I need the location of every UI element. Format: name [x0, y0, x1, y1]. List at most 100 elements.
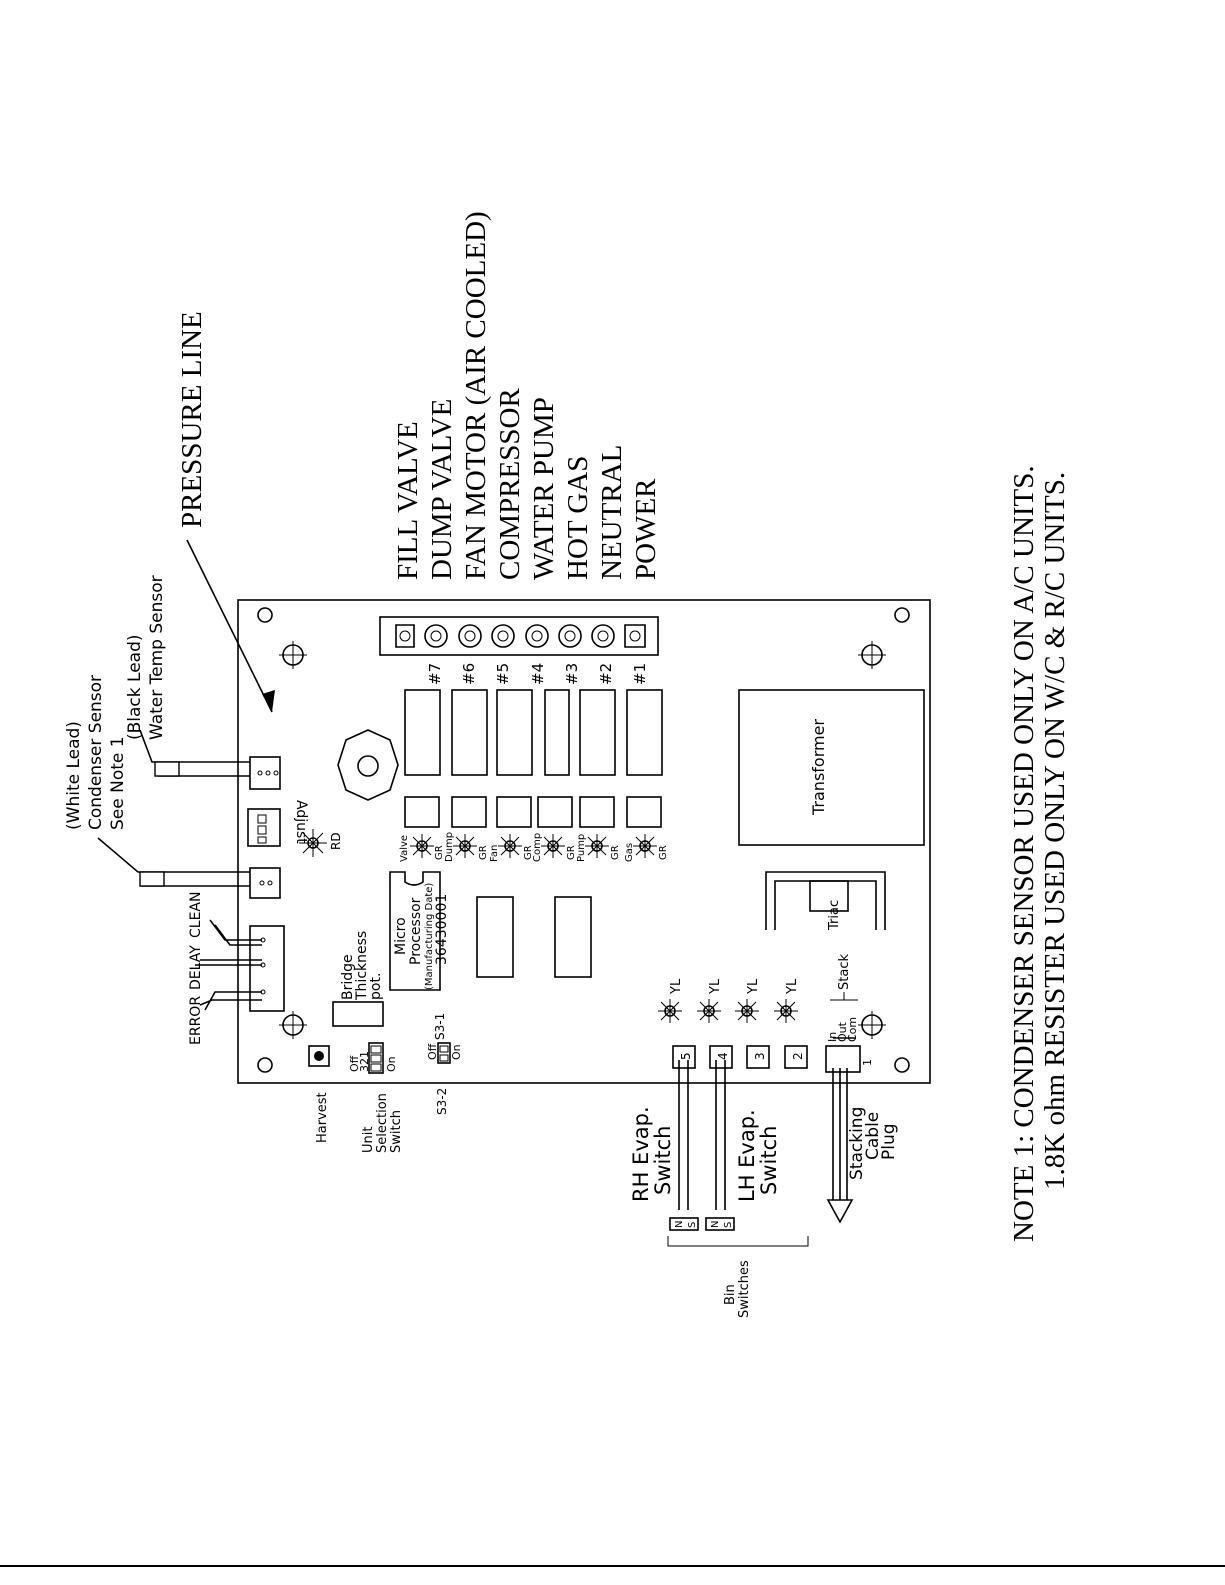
svg-text:Plug: Plug: [879, 1123, 899, 1160]
note-line-1: NOTE 1: CONDENSER SENSOR USED ONLY ON A/…: [1008, 465, 1040, 1242]
svg-text:GR: GR: [523, 845, 534, 860]
svg-text:Pump: Pump: [576, 834, 587, 862]
svg-text:Condenser Sensor: Condenser Sensor: [86, 675, 106, 830]
stacking-cable: [826, 1068, 854, 1224]
rd-label: RD: [329, 832, 343, 850]
svg-text:N: N: [710, 1221, 721, 1228]
s3-1-label: S3-1: [433, 1013, 447, 1040]
harvest-label: Harvest: [315, 1092, 330, 1143]
svg-text:Bridge: Bridge: [340, 954, 356, 1000]
svg-text:Dump: Dump: [444, 832, 455, 862]
svg-text:Water Temp Sensor: Water Temp Sensor: [147, 575, 167, 740]
svg-text:GR: GR: [478, 845, 489, 860]
terminal-label-neutral: NEUTRAL: [596, 445, 628, 580]
error-label: ERROR: [188, 996, 204, 1045]
microprocessor: Micro Processor (Manufacturing Date) 364…: [389, 871, 450, 991]
lh-evap-switch-label: LH Evap. Switch: [735, 1109, 781, 1202]
s3-2-label: S3-2: [435, 1088, 449, 1115]
svg-text:Processor: Processor: [408, 897, 424, 965]
relay-numbers: #7 #6 #5 #4 #3 #2 #1: [426, 663, 649, 685]
svg-text:Comp: Comp: [532, 833, 543, 862]
s3-switch[interactable]: [437, 1042, 451, 1064]
svg-text:(Manufacturing Date): (Manufacturing Date): [424, 883, 435, 990]
svg-text:Bin: Bin: [723, 1284, 738, 1305]
svg-text:Com: Com: [846, 1017, 859, 1042]
relays: [404, 689, 663, 776]
condenser-sensor-probe: [139, 871, 165, 887]
svg-text:Gas: Gas: [624, 843, 635, 862]
svg-text:(Black Lead): (Black Lead): [125, 634, 145, 740]
svg-text:Stacking: Stacking: [847, 1107, 867, 1180]
white-lead-label: (White Lead) Condenser Sensor See Note 1: [64, 675, 128, 830]
svg-text:#1: #1: [631, 663, 649, 685]
svg-text:LH Evap.: LH Evap.: [735, 1109, 759, 1202]
arrow-head: [262, 690, 275, 712]
svg-text:N: N: [674, 1221, 685, 1228]
water-temp-sensor-probe: [154, 761, 180, 777]
circuit-board: [237, 599, 931, 1084]
ic-chip-2: [554, 896, 592, 978]
note-line-2: 1.8K ohm RESISTER USED ONLY ON W/C & R/C…: [1039, 472, 1071, 1190]
svg-text:Valve: Valve: [399, 835, 410, 862]
svg-text:#3: #3: [563, 663, 581, 685]
svg-text:#4: #4: [529, 663, 547, 685]
terminal-label-fan-motor: FAN MOTOR (AIR COOLED): [460, 211, 492, 580]
svg-text:#5: #5: [494, 663, 512, 685]
triac: Triac: [765, 871, 886, 931]
svg-text:#7: #7: [426, 663, 444, 685]
svg-text:Selection: Selection: [375, 1093, 390, 1153]
svg-text:#6: #6: [460, 663, 478, 685]
bin-switch-wires: N S N S: [667, 1060, 809, 1247]
svg-text:YL: YL: [746, 978, 761, 995]
pressure-line-arrow: [186, 539, 273, 713]
svg-text:1: 1: [861, 1059, 874, 1066]
svg-text:See Note 1: See Note 1: [108, 736, 128, 830]
status-leds: [410, 834, 657, 858]
clean-label: CLEAN: [188, 892, 204, 938]
bridge-thickness-pot: Bridge Thickness pot.: [332, 931, 384, 1027]
adjust-label: Adjust: [293, 800, 309, 844]
transformer: [738, 689, 925, 846]
svg-text:Off: Off: [348, 1055, 361, 1072]
terminal-labels: FILL VALVE DUMP VALVE FAN MOTOR (AIR COO…: [392, 211, 662, 580]
svg-text:Switches: Switches: [737, 1260, 752, 1318]
svg-text:2: 2: [791, 1052, 805, 1060]
unit-selection-label: Unit Selection Switch: [361, 1093, 404, 1153]
svg-text:On: On: [385, 1056, 398, 1072]
svg-text:Triac: Triac: [827, 900, 842, 931]
svg-text:Switch: Switch: [389, 1110, 404, 1153]
svg-text:Cable: Cable: [863, 1112, 883, 1160]
svg-text:S: S: [723, 1222, 734, 1228]
yl-leds: YL YL YL YL: [658, 978, 800, 1023]
indicator-wires: [195, 919, 262, 1011]
svg-text:36430001: 36430001: [434, 894, 450, 965]
svg-text:On: On: [450, 1044, 463, 1060]
svg-text:#2: #2: [597, 663, 615, 685]
svg-text:5: 5: [679, 1052, 693, 1060]
svg-text:Switch: Switch: [651, 1126, 675, 1195]
potentiometer: [337, 729, 399, 801]
terminal-strip: [379, 616, 659, 656]
terminal-label-water-pump: WATER PUMP: [528, 397, 560, 580]
svg-text:3: 3: [753, 1052, 767, 1060]
svg-text:S: S: [687, 1222, 698, 1228]
unit-selection-switch[interactable]: [368, 1042, 384, 1074]
svg-text:GR: GR: [610, 845, 621, 860]
harvest-button[interactable]: [308, 1045, 330, 1067]
condenser-sensor-wire: [97, 837, 250, 887]
standoffs: [279, 641, 886, 1039]
svg-text:In: In: [826, 1032, 839, 1042]
terminal-label-compressor: COMPRESSOR: [494, 388, 526, 580]
transformer-label: Transformer: [809, 719, 828, 816]
sensor-connectors: [247, 756, 285, 1012]
black-lead-label: (Black Lead) Water Temp Sensor: [125, 575, 167, 740]
delay-label: DELAY: [188, 945, 204, 990]
svg-text:Switch: Switch: [757, 1126, 781, 1195]
bin-connectors: 5 4 3 2: [672, 1045, 808, 1069]
svg-text:YL: YL: [708, 978, 723, 995]
terminal-label-hot-gas: HOT GAS: [562, 456, 594, 580]
svg-text:Micro: Micro: [393, 917, 409, 955]
svg-text:YL: YL: [785, 978, 800, 995]
ic-chip-1: [476, 896, 514, 978]
